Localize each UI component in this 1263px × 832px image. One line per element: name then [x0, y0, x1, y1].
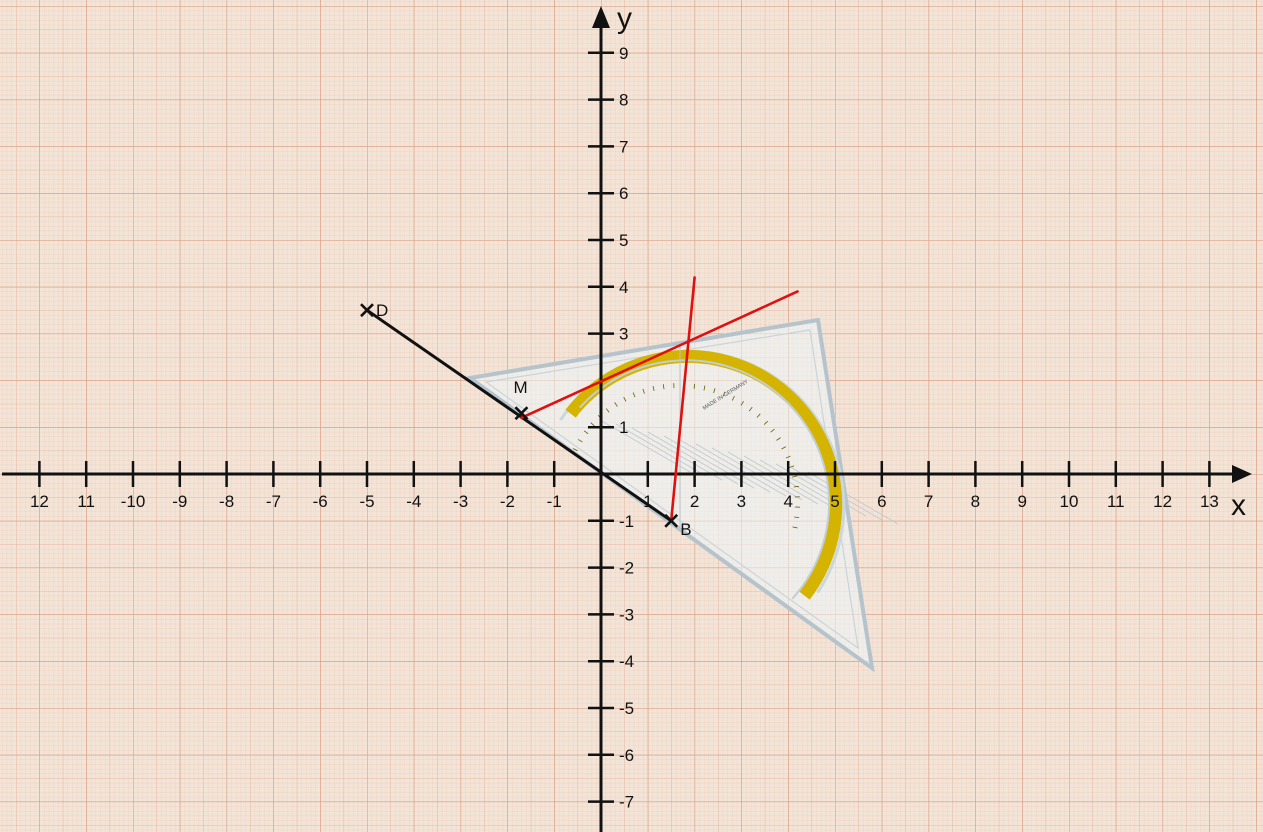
x-tick-label: -3	[453, 492, 468, 511]
degree-tick	[785, 455, 791, 459]
degree-tick	[590, 422, 595, 427]
x-tick-label: -5	[359, 492, 374, 511]
x-tick-label: 12	[30, 492, 49, 511]
point-label: D	[376, 301, 388, 320]
degree-tick	[614, 402, 618, 407]
point-marker	[514, 406, 529, 421]
degree-tick	[748, 406, 753, 412]
y-axis-arrow	[592, 6, 610, 28]
hatch-line	[807, 471, 899, 525]
y-tick-label: -1	[619, 512, 634, 531]
x-tick-label: -6	[313, 492, 328, 511]
x-tick-label: 3	[737, 492, 746, 511]
hatch-line	[615, 423, 707, 477]
segment	[669, 276, 696, 523]
y-tick-label: -6	[619, 746, 634, 765]
degree-tick	[781, 446, 787, 450]
x-tick-label: 7	[924, 492, 933, 511]
x-tick-label: -8	[219, 492, 234, 511]
x-tick-label: -10	[121, 492, 146, 511]
segment	[520, 290, 799, 420]
degree-tick	[740, 401, 744, 406]
degree-tick	[605, 408, 610, 413]
point-label: M	[513, 378, 527, 397]
degree-tick	[623, 396, 627, 402]
hatch-line	[599, 419, 691, 473]
x-tick-label: 8	[971, 492, 980, 511]
point-label: B	[680, 520, 691, 539]
x-tick-label: 13	[1200, 492, 1219, 511]
x-tick-label: -9	[172, 492, 187, 511]
x-tick-label: 11	[77, 492, 95, 511]
x-tick-label: -7	[266, 492, 281, 511]
point-marker	[664, 513, 679, 528]
degree-tick	[572, 448, 578, 452]
x-axis-arrow	[1232, 465, 1252, 483]
degree-tick	[703, 385, 706, 391]
points: D M B	[360, 301, 692, 539]
degree-tick	[722, 391, 726, 397]
y-tick-label: 8	[619, 91, 628, 110]
x-tick-label: -2	[500, 492, 515, 511]
y-tick-label: 9	[619, 44, 628, 63]
x-axis-label: x	[1231, 489, 1246, 522]
degree-tick	[693, 383, 696, 389]
y-tick-label: -2	[619, 559, 634, 578]
hatch-line	[727, 451, 819, 505]
y-tick-label: -4	[619, 652, 634, 671]
protractor-degree-ticks	[572, 383, 800, 529]
y-tick-label: 4	[619, 278, 628, 297]
x-tick-label: 4	[783, 492, 792, 511]
degree-tick	[713, 388, 716, 394]
degree-tick	[578, 439, 583, 443]
degree-tick	[583, 430, 589, 435]
y-axis-ticks: 9 8 7 6 5 4 3 1 -1 -2 -3 -4 -5 -6 -7	[588, 44, 634, 812]
x-tick-label: 6	[877, 492, 886, 511]
y-tick-label: 7	[619, 137, 628, 156]
protractor-arc-inner	[579, 359, 830, 600]
degree-tick	[662, 384, 665, 390]
x-tick-label: 1	[643, 492, 652, 511]
degree-tick	[731, 395, 735, 401]
y-tick-label: 3	[619, 325, 628, 344]
x-tick-label: 10	[1060, 492, 1079, 511]
y-tick-label: -3	[619, 605, 634, 624]
degree-tick	[792, 526, 798, 529]
degree-tick	[652, 385, 655, 392]
degree-tick	[789, 465, 795, 468]
x-tick-label: 5	[830, 492, 839, 511]
degree-tick	[632, 392, 636, 398]
x-tick-label: -4	[406, 492, 421, 511]
degree-tick	[791, 475, 798, 478]
degree-tick	[763, 420, 769, 425]
point-marker	[360, 303, 374, 318]
x-tick-label: 2	[690, 492, 699, 511]
degree-tick	[793, 485, 799, 488]
x-tick-label: 9	[1017, 492, 1026, 511]
y-tick-label: 6	[619, 184, 628, 203]
y-tick-label: 5	[619, 231, 628, 250]
y-axis-label: y	[617, 2, 632, 35]
x-tick-label: 11	[1107, 492, 1125, 511]
degree-tick	[642, 388, 645, 394]
y-tick-label: 1	[619, 418, 628, 437]
y-tick-label: -5	[619, 699, 634, 718]
hatch-line	[679, 439, 771, 493]
degree-tick	[794, 516, 800, 519]
degree-tick	[756, 413, 761, 418]
y-tick-label: -7	[619, 793, 634, 812]
x-tick-label: -1	[547, 492, 562, 511]
degree-tick	[776, 437, 781, 441]
x-tick-label: 12	[1153, 492, 1172, 511]
degree-tick	[770, 428, 775, 433]
